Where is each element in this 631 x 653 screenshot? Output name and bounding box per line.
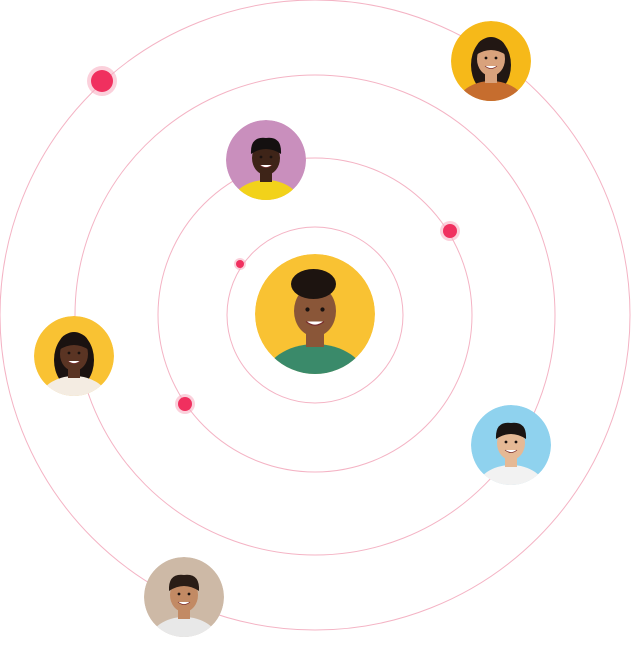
left-eye <box>67 351 71 355</box>
hair-top <box>475 38 507 55</box>
orbit-dot-3 <box>236 260 244 268</box>
orbit-ring-3 <box>74 74 556 556</box>
shirt <box>232 180 300 200</box>
shirt <box>457 81 525 101</box>
smile <box>67 360 81 364</box>
smile <box>504 449 518 453</box>
right-eye <box>494 56 498 60</box>
top-right-person-avatar <box>451 21 531 101</box>
smile <box>177 601 191 605</box>
orbit-ring-1 <box>226 226 404 404</box>
right-eye <box>77 351 81 355</box>
smile <box>259 164 273 168</box>
shirt <box>40 376 108 396</box>
orbit-dot-1 <box>91 70 113 92</box>
smile <box>305 321 325 326</box>
shirt <box>150 617 218 637</box>
hair-top <box>168 574 200 591</box>
orbit-ring-2 <box>157 157 473 473</box>
left-eye <box>259 155 263 159</box>
center-person-avatar <box>255 254 375 374</box>
avatar-group <box>34 21 551 637</box>
orbit-dots <box>87 66 460 414</box>
left-eye <box>484 56 488 60</box>
right-eye <box>514 440 518 444</box>
smile <box>484 65 498 69</box>
left-eye <box>177 592 181 596</box>
top-left-person-avatar <box>226 120 306 200</box>
right-eye <box>269 155 273 159</box>
left-person-avatar <box>34 316 114 396</box>
hair-top <box>495 422 527 439</box>
shirt <box>264 344 366 374</box>
right-eye <box>320 307 325 312</box>
hair-top <box>291 269 336 299</box>
orbit-dot-4 <box>178 397 192 411</box>
orbit-dot-2 <box>443 224 457 238</box>
orbit-ring-4 <box>0 0 631 631</box>
bottom-person-avatar <box>144 557 224 637</box>
orbit-rings <box>0 0 631 631</box>
shirt <box>477 465 545 485</box>
left-eye <box>504 440 508 444</box>
face <box>294 285 336 337</box>
right-person-avatar <box>471 405 551 485</box>
left-eye <box>305 307 310 312</box>
hair-top <box>58 333 90 350</box>
hair-top <box>250 137 282 154</box>
right-eye <box>187 592 191 596</box>
